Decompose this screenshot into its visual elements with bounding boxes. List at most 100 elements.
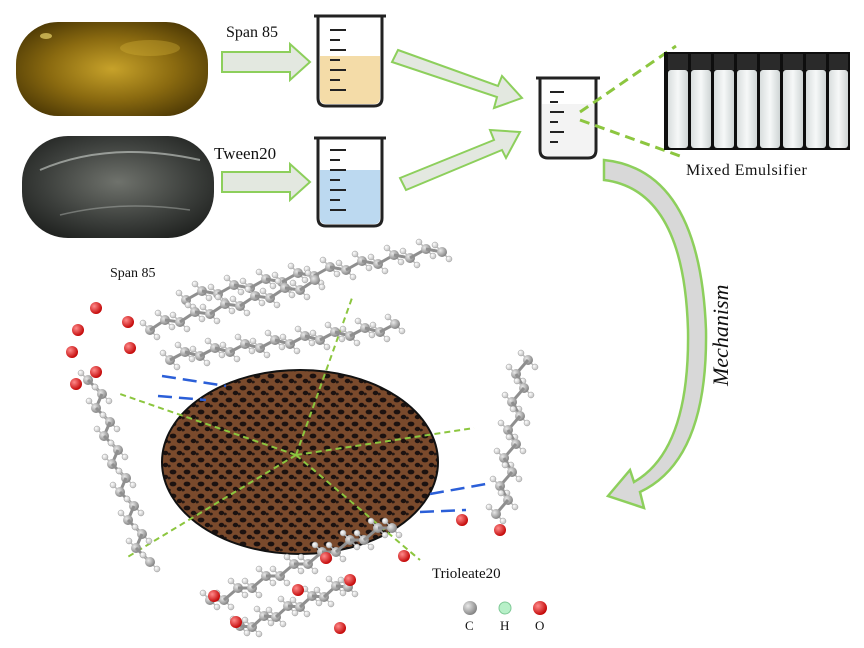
hydrogen-atom bbox=[78, 370, 84, 376]
hydrogen-atom bbox=[314, 587, 320, 593]
hydrogen-atom bbox=[140, 552, 146, 558]
hydrogen-atom bbox=[259, 300, 265, 306]
hydrogen-atom bbox=[169, 324, 175, 330]
hydrogen-atom bbox=[382, 268, 388, 274]
hydrogen-atom bbox=[155, 310, 161, 316]
hydrogen-atom bbox=[340, 556, 346, 562]
label-mixed-emulsifier: Mixed Emulsifier bbox=[686, 162, 807, 180]
hydrogen-atom bbox=[185, 302, 191, 308]
hydrogen-atom bbox=[100, 412, 106, 418]
hydrogen-atom bbox=[338, 577, 344, 583]
hydrogen-atom bbox=[116, 468, 122, 474]
legend-oxygen-label: O bbox=[535, 618, 544, 634]
carbon-atom bbox=[491, 509, 501, 519]
carbon-legend-ball bbox=[463, 601, 477, 615]
hydrogen-atom bbox=[264, 352, 270, 358]
hydrogen-atom bbox=[325, 322, 331, 328]
hydrogen-atom bbox=[242, 578, 248, 584]
hydrogen-atom bbox=[312, 568, 318, 574]
carbon-atom bbox=[390, 319, 400, 329]
hydrogen-atom bbox=[238, 289, 244, 295]
hydrogen-atom bbox=[280, 621, 286, 627]
hydrogen-atom bbox=[199, 316, 205, 322]
hydrogen-atom bbox=[219, 352, 225, 358]
hydrogen-atom bbox=[200, 590, 206, 596]
hydrogen-atom bbox=[108, 440, 114, 446]
hydrogen-atom bbox=[208, 284, 214, 290]
beaker-blue bbox=[314, 138, 386, 226]
hydrogen-atom bbox=[170, 312, 176, 318]
hydrogen-atom bbox=[339, 336, 345, 342]
hydrogen-atom bbox=[382, 532, 388, 538]
oxygen-atom bbox=[208, 590, 220, 602]
hydrogen-atom bbox=[270, 580, 276, 586]
hydrogen-atom bbox=[160, 350, 166, 356]
hydrogen-atom bbox=[278, 596, 284, 602]
hydrogen-atom bbox=[354, 544, 360, 550]
hydrogen-atom bbox=[106, 398, 112, 404]
hydrogen-atom bbox=[414, 262, 420, 268]
mechanism-arrow bbox=[604, 160, 706, 508]
hydrogen-atom bbox=[396, 532, 402, 538]
oxygen-atom bbox=[66, 346, 78, 358]
hydrogen-atom bbox=[228, 604, 234, 610]
oxygen-atom bbox=[122, 316, 134, 328]
hydrogen-atom bbox=[298, 568, 304, 574]
hydrogen-atom bbox=[175, 342, 181, 348]
hydrogen-atom bbox=[205, 338, 211, 344]
hydrogen-atom bbox=[298, 554, 304, 560]
hydrogen-atom bbox=[190, 346, 196, 352]
tween20-photo bbox=[22, 136, 214, 238]
hydrogen-atom bbox=[516, 476, 522, 482]
hydrogen-atom bbox=[302, 277, 308, 283]
hydrogen-atom bbox=[132, 524, 138, 530]
oxygen-atom bbox=[90, 366, 102, 378]
hydrogen-atom bbox=[354, 340, 360, 346]
hydrogen-atom bbox=[324, 344, 330, 350]
hydrogen-atom bbox=[249, 348, 255, 354]
oxygen-legend-ball bbox=[533, 601, 547, 615]
hydrogen-atom bbox=[118, 510, 124, 516]
hydrogen-atom bbox=[304, 611, 310, 617]
hydrogen-atom bbox=[384, 245, 390, 251]
hydrogen-atom bbox=[399, 328, 405, 334]
oxygen-atom bbox=[398, 550, 410, 562]
hydrogen-atom bbox=[256, 592, 262, 598]
hydrogen-atom bbox=[398, 259, 404, 265]
hydrogen-atom bbox=[340, 326, 346, 332]
hydrogen-atom bbox=[215, 294, 221, 300]
hydrogen-atom bbox=[265, 330, 271, 336]
hydrogen-atom bbox=[366, 265, 372, 271]
hydrogen-atom bbox=[92, 384, 98, 390]
hydrogen-atom bbox=[260, 288, 266, 294]
hydrogen-atom bbox=[532, 364, 538, 370]
legend-hydrogen-label: H bbox=[500, 618, 509, 634]
legend-carbon-label: C bbox=[465, 618, 474, 634]
hydrogen-atom bbox=[214, 318, 220, 324]
hydrogen-atom bbox=[124, 496, 130, 502]
hydrogen-atom bbox=[370, 322, 376, 328]
hydrogen-atom bbox=[336, 260, 342, 266]
arrow-to-mix-bottom bbox=[400, 130, 520, 190]
hydrogen-atom bbox=[400, 248, 406, 254]
hydrogen-atom bbox=[384, 336, 390, 342]
hydrogen-atom bbox=[312, 542, 318, 548]
hydrogen-atom bbox=[305, 270, 311, 276]
hydrogen-atom bbox=[382, 518, 388, 524]
hydrogen-atom bbox=[290, 597, 296, 603]
hydrogen-atom bbox=[230, 296, 236, 302]
hydrogen-atom bbox=[369, 332, 375, 338]
hydrogen-atom bbox=[368, 254, 374, 260]
hydrogen-atom bbox=[214, 604, 220, 610]
arrow-span85 bbox=[222, 44, 310, 80]
hydrogen-atom bbox=[352, 591, 358, 597]
hydrogen-atom bbox=[244, 310, 250, 316]
hydrogen-atom bbox=[328, 601, 334, 607]
hydrogen-atom bbox=[176, 290, 182, 296]
hydrogen-atom bbox=[154, 334, 160, 340]
oxygen-atom bbox=[70, 378, 82, 390]
hydrogen-atom bbox=[310, 330, 316, 336]
oxygen-atom bbox=[230, 616, 242, 628]
hydrogen-legend-ball bbox=[499, 602, 511, 614]
hydrogen-atom bbox=[272, 272, 278, 278]
